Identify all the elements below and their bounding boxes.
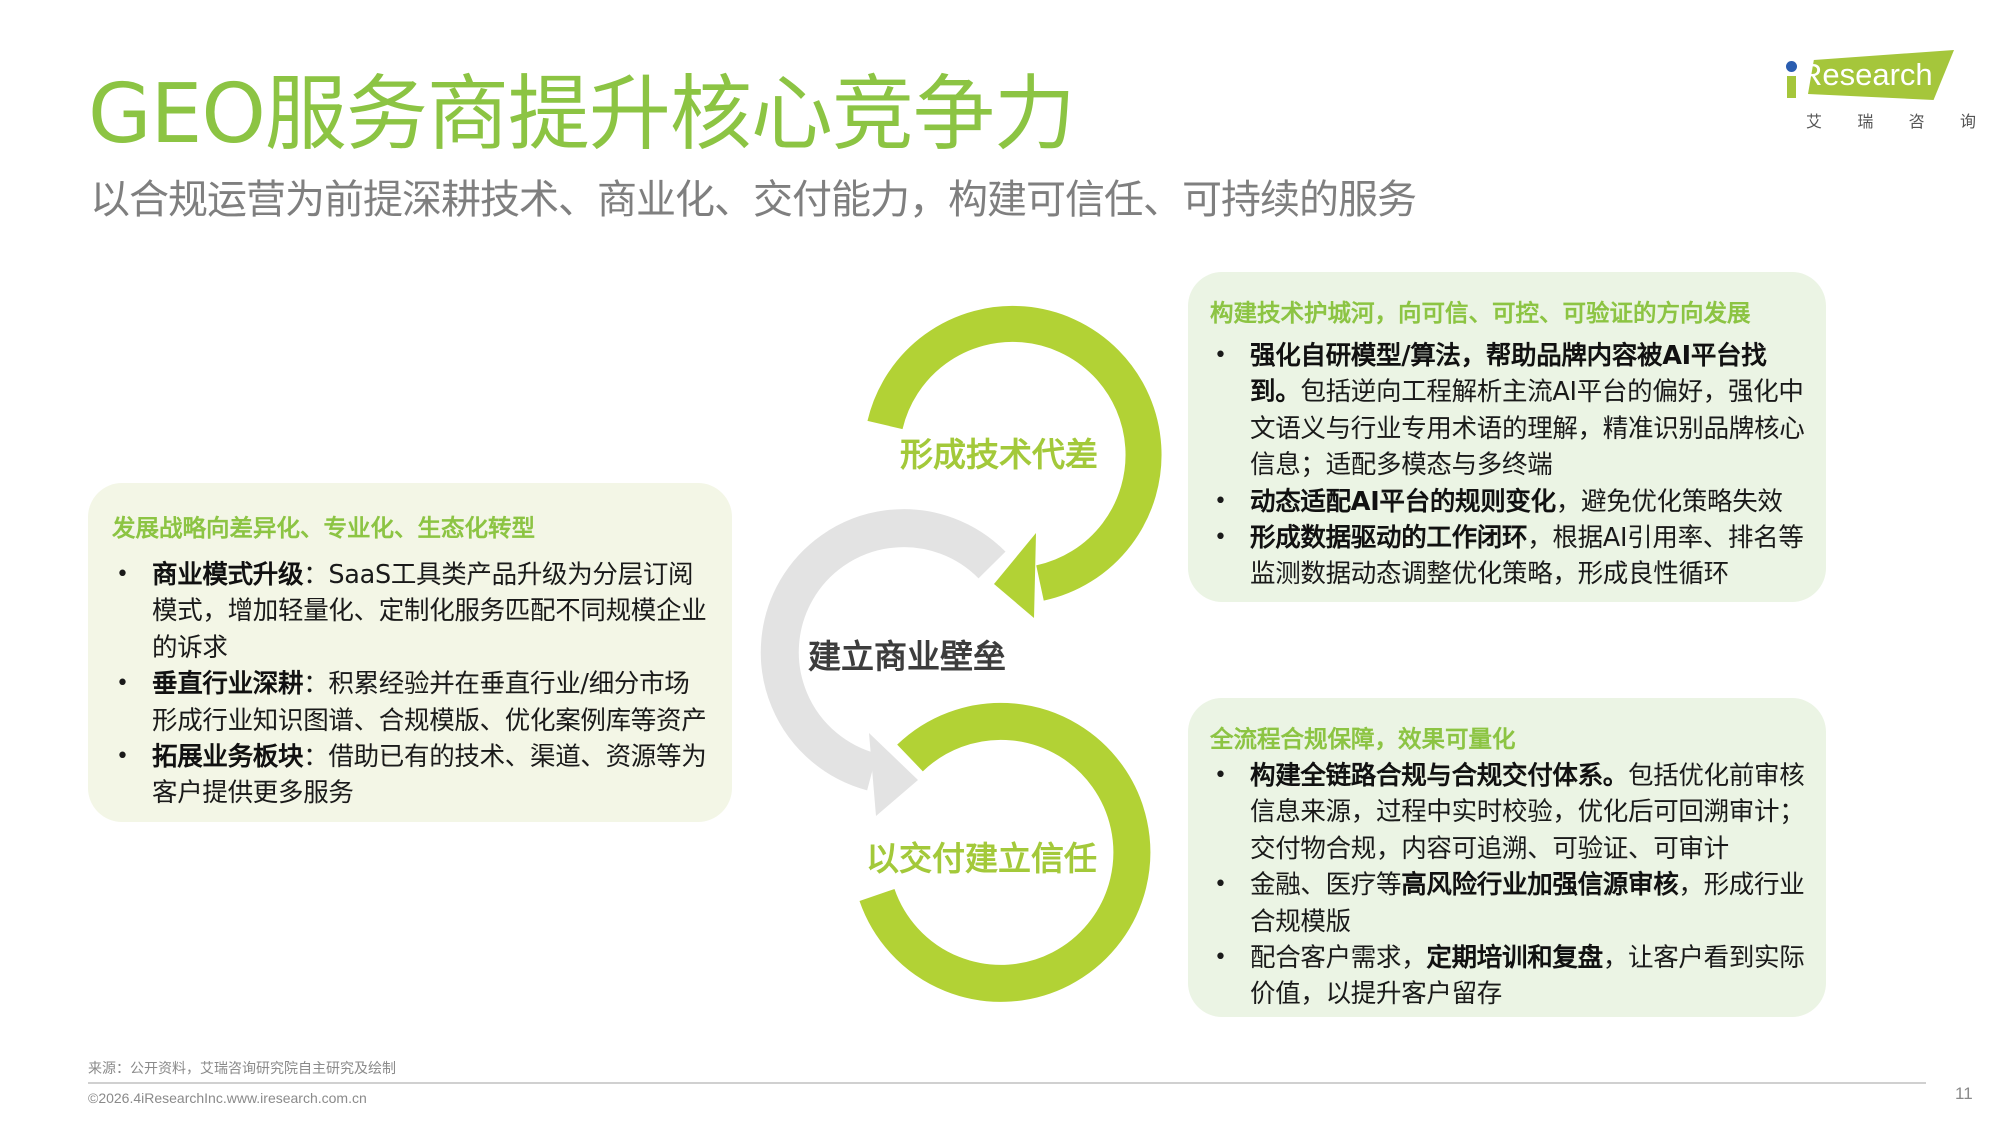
logo-cn-char: 艾 — [1806, 112, 1823, 131]
list-item: 配合客户需求，定期培训和复盘，让客户看到实际价值，以提升客户留存 — [1210, 940, 1810, 1013]
copyright-link[interactable]: ©2026.4iResearchInc.www.iresearch.com.cn — [88, 1090, 367, 1106]
compliance-heading: 全流程合规保障，效果可量化 — [1210, 725, 1516, 753]
compliance-list: 构建全链路合规与合规交付体系。包括优化前审核信息来源，过程中实时校验，优化后可回… — [1210, 758, 1810, 1013]
tech-moat-list: 强化自研模型/算法，帮助品牌内容被AI平台找到。包括逆向工程解析主流AI平台的偏… — [1210, 338, 1810, 593]
item-text: ：积累经验并在垂直行业/细分市场形成行业知识图谱、合规模版、优化案例库等资产 — [152, 669, 707, 736]
list-item: 拓展业务板块：借助已有的技术、渠道、资源等为客户提供更多服务 — [112, 739, 712, 812]
item-bold: 垂直行业深耕 — [152, 669, 304, 700]
list-item: 动态适配AI平台的规则变化，避免优化策略失效 — [1210, 484, 1810, 521]
tech-moat-heading: 构建技术护城河，向可信、可控、可验证的方向发展 — [1210, 299, 1751, 327]
item-pre: 金融、医疗等 — [1250, 870, 1402, 901]
footer-divider — [88, 1082, 1926, 1084]
item-text: 包括优化前审核信息来源，过程中实时校验，优化后可回溯审计；交付物合规，内容可追溯… — [1250, 761, 1805, 864]
gray-arrowhead-icon — [869, 733, 918, 816]
item-text: ，形成行业合规模版 — [1250, 870, 1805, 937]
green-top-arrowhead-icon — [994, 533, 1036, 618]
item-bold: 拓展业务板块 — [152, 742, 304, 773]
label-tech-gap: 形成技术代差 — [900, 435, 1098, 474]
strategy-list: 商业模式升级：SaaS工具类产品升级为分层订阅模式，增加轻量化、定制化服务匹配不… — [112, 557, 712, 812]
page-subtitle: 以合规运营为前提深耕技术、商业化、交付能力，构建可信任、可持续的服务 — [90, 177, 1417, 223]
item-bold: 商业模式升级 — [152, 560, 304, 590]
item-text: 包括逆向工程解析主流AI平台的偏好，强化中文语义与行业专用术语的理解，精准识别品… — [1250, 377, 1805, 481]
green-bottom-cycle-ring-icon — [859, 702, 1151, 1002]
logo-cn-char: 咨 — [1908, 112, 1925, 131]
list-item: 形成数据驱动的工作闭环，根据AI引用率、排名等监测数据动态调整优化策略，形成良性… — [1210, 520, 1810, 593]
label-business-barrier: 建立商业壁垒 — [808, 637, 1006, 676]
label-delivery-trust: 以交付建立信任 — [866, 839, 1097, 878]
tech-moat-panel: 构建技术护城河，向可信、可控、可验证的方向发展 强化自研模型/算法，帮助品牌内容… — [1188, 272, 1826, 602]
item-text: ，避免优化策略失效 — [1555, 486, 1783, 517]
item-text: ，让客户看到实际价值，以提升客户留存 — [1250, 943, 1805, 1010]
strategy-panel: 发展战略向差异化、专业化、生态化转型 商业模式升级：SaaS工具类产品升级为分层… — [88, 483, 732, 822]
compliance-panel: 全流程合规保障，效果可量化 构建全链路合规与合规交付体系。包括优化前审核信息来源… — [1188, 698, 1826, 1017]
logo-cn-char: 瑞 — [1857, 112, 1874, 131]
item-bold: 强化自研模型/算法，帮助品牌内容被AI平台找到。 — [1250, 341, 1767, 408]
item-bold: 动态适配AI平台的规则变化 — [1250, 486, 1556, 517]
item-text: ，根据AI引用率、排名等监测数据动态调整优化策略，形成良性循环 — [1250, 523, 1804, 590]
list-item: 金融、医疗等高风险行业加强信源审核，形成行业合规模版 — [1210, 867, 1810, 940]
list-item: 商业模式升级：SaaS工具类产品升级为分层订阅模式，增加轻量化、定制化服务匹配不… — [112, 557, 712, 666]
logo-brand-text: Research — [1800, 57, 1933, 92]
item-pre: 配合客户需求， — [1250, 943, 1427, 974]
logo-cn-char: 询 — [1959, 112, 1976, 131]
list-item: 强化自研模型/算法，帮助品牌内容被AI平台找到。包括逆向工程解析主流AI平台的偏… — [1210, 338, 1810, 484]
item-bold: 形成数据驱动的工作闭环 — [1250, 523, 1528, 554]
logo-dot-icon — [1786, 61, 1797, 72]
list-item: 构建全链路合规与合规交付体系。包括优化前审核信息来源，过程中实时校验，优化后可回… — [1210, 758, 1810, 867]
green-top-cycle-arrow-icon — [867, 305, 1162, 601]
logo-i-stem — [1787, 76, 1796, 98]
item-bold: 高风险行业加强信源审核 — [1401, 870, 1679, 901]
gray-cycle-arrow-icon — [760, 509, 1006, 791]
iresearch-logo: Research 艾 瑞 咨 询 — [1780, 44, 1980, 134]
strategy-panel-heading: 发展战略向差异化、专业化、生态化转型 — [112, 514, 535, 542]
item-bold: 构建全链路合规与合规交付体系。 — [1250, 761, 1629, 791]
item-text: ：借助已有的技术、渠道、资源等为客户提供更多服务 — [152, 742, 707, 809]
source-note: 来源：公开资料，艾瑞咨询研究院自主研究及绘制 — [88, 1061, 396, 1077]
page-number: 11 — [1955, 1084, 1973, 1103]
list-item: 垂直行业深耕：积累经验并在垂直行业/细分市场形成行业知识图谱、合规模版、优化案例… — [112, 666, 712, 739]
page-title: GEO服务商提升核心竞争力 — [88, 67, 1076, 162]
item-bold: 定期培训和复盘 — [1426, 943, 1603, 974]
logo-brand-cn: 艾 瑞 咨 询 — [1806, 108, 1976, 132]
item-text: ：SaaS工具类产品升级为分层订阅模式，增加轻量化、定制化服务匹配不同规模企业的… — [152, 560, 707, 663]
